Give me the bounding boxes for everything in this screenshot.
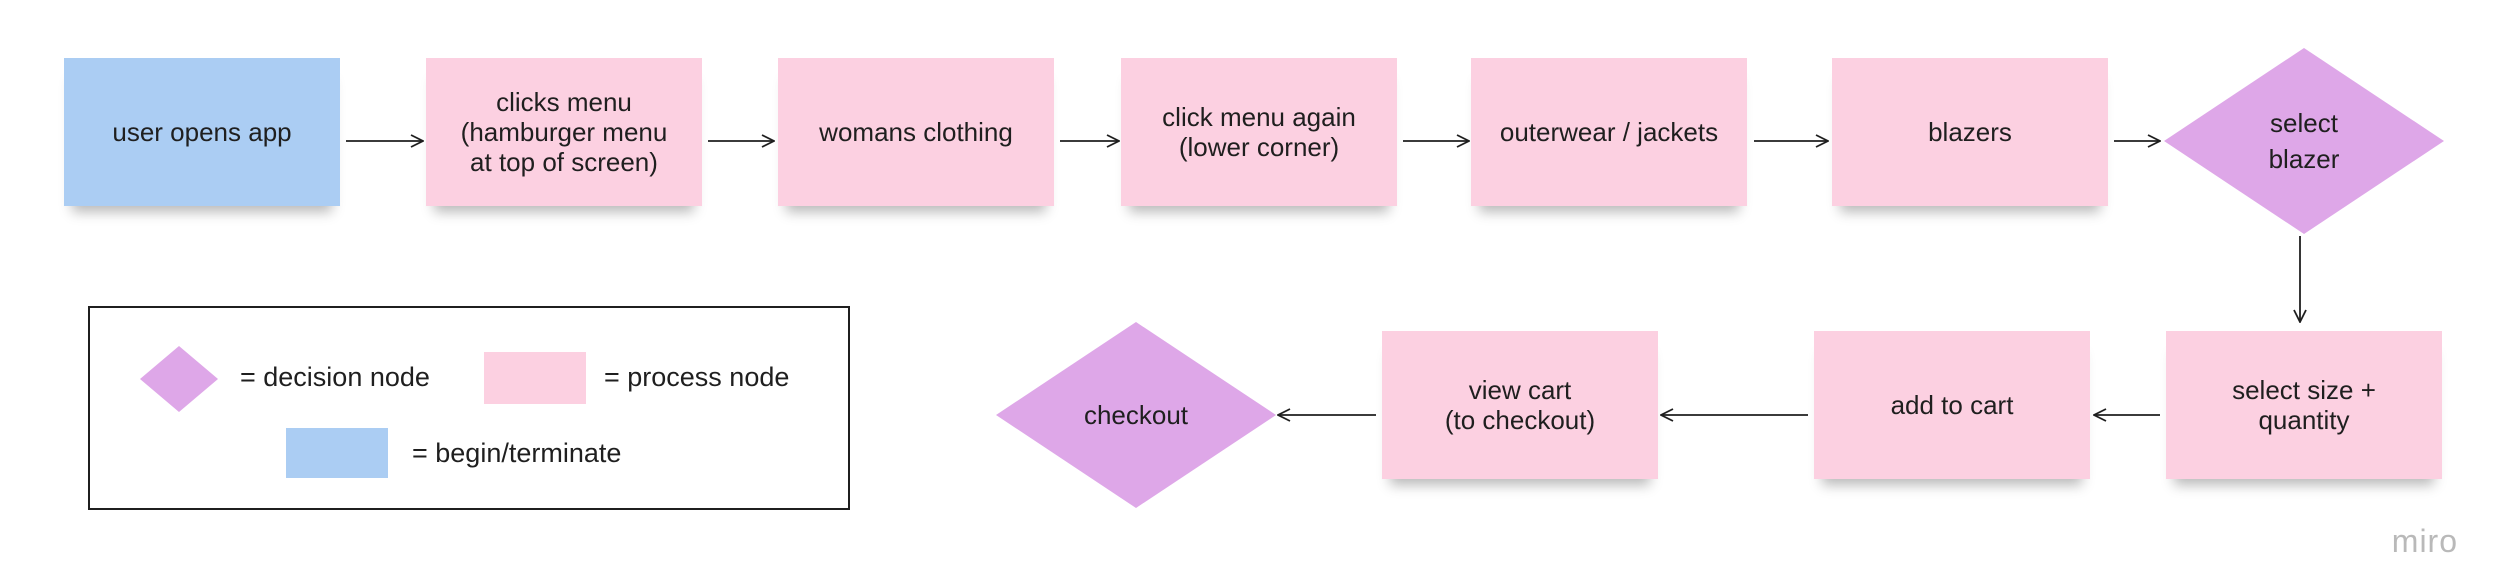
legend-box: = decision node = process node = begin/t… bbox=[88, 306, 850, 510]
process-node-click-menu-again[interactable]: click menu again (lower corner) bbox=[1121, 58, 1397, 206]
node-label: womans clothing bbox=[819, 117, 1013, 147]
process-node-clicks-menu[interactable]: clicks menu (hamburger menu at top of sc… bbox=[426, 58, 702, 206]
legend-decision-label: = decision node bbox=[240, 362, 430, 392]
process-node-select-size-quantity[interactable]: select size + quantity bbox=[2166, 331, 2442, 479]
node-label: blazers bbox=[1928, 117, 2012, 147]
miro-watermark: miro bbox=[2391, 523, 2458, 559]
legend-process-label: = process node bbox=[604, 362, 790, 392]
node-label: user opens app bbox=[112, 117, 292, 147]
legend-terminal-label: = begin/terminate bbox=[412, 438, 622, 468]
node-label: outerwear / jackets bbox=[1499, 117, 1719, 147]
legend-process-swatch bbox=[484, 352, 586, 404]
process-node-add-to-cart[interactable]: add to cart bbox=[1814, 331, 2090, 479]
node-label: click menu again (lower corner) bbox=[1162, 102, 1356, 162]
legend-terminal-swatch bbox=[286, 428, 388, 478]
process-node-womans-clothing[interactable]: womans clothing bbox=[778, 58, 1054, 206]
decision-node-checkout[interactable]: checkout bbox=[996, 322, 1276, 508]
node-label: select blazer bbox=[2268, 108, 2340, 174]
process-node-view-cart[interactable]: view cart (to checkout) bbox=[1382, 331, 1658, 479]
node-label: view cart (to checkout) bbox=[1444, 375, 1596, 435]
process-node-outerwear-jackets[interactable]: outerwear / jackets bbox=[1471, 58, 1747, 206]
node-label: add to cart bbox=[1890, 390, 2014, 420]
legend-decision-swatch bbox=[140, 346, 218, 412]
diamond-shape bbox=[996, 322, 1276, 508]
node-label: select size + quantity bbox=[2232, 375, 2376, 435]
decision-node-select-blazer[interactable]: select blazer bbox=[2164, 48, 2444, 234]
process-node-blazers[interactable]: blazers bbox=[1832, 58, 2108, 206]
begin-node-user-opens-app[interactable]: user opens app bbox=[64, 58, 340, 206]
diamond-shape bbox=[2164, 48, 2444, 234]
node-label: clicks menu (hamburger menu at top of sc… bbox=[460, 87, 668, 177]
node-label: checkout bbox=[1083, 400, 1189, 430]
